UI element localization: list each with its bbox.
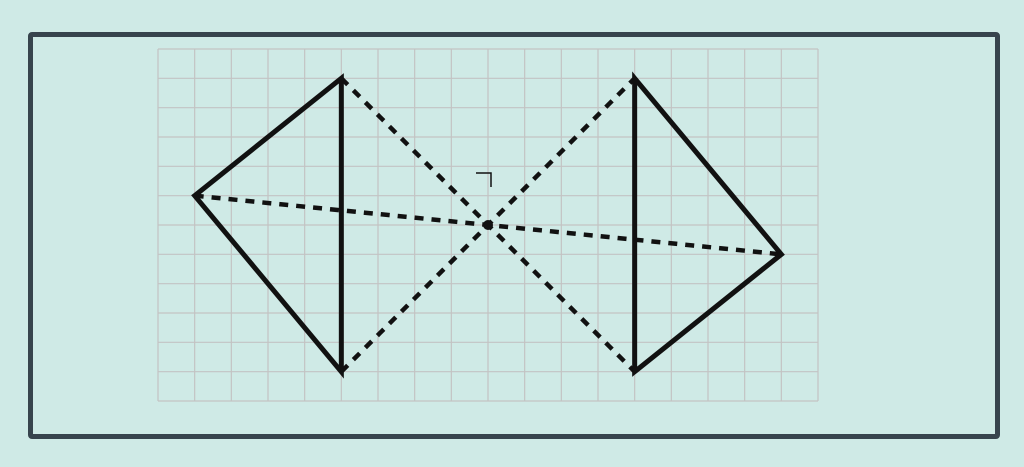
left-triangle	[191, 73, 344, 379]
rotation-center-dot	[483, 220, 493, 230]
right-triangle	[632, 71, 785, 377]
triangles	[191, 71, 785, 379]
angle-mark	[476, 172, 492, 187]
center-marks	[476, 172, 493, 230]
